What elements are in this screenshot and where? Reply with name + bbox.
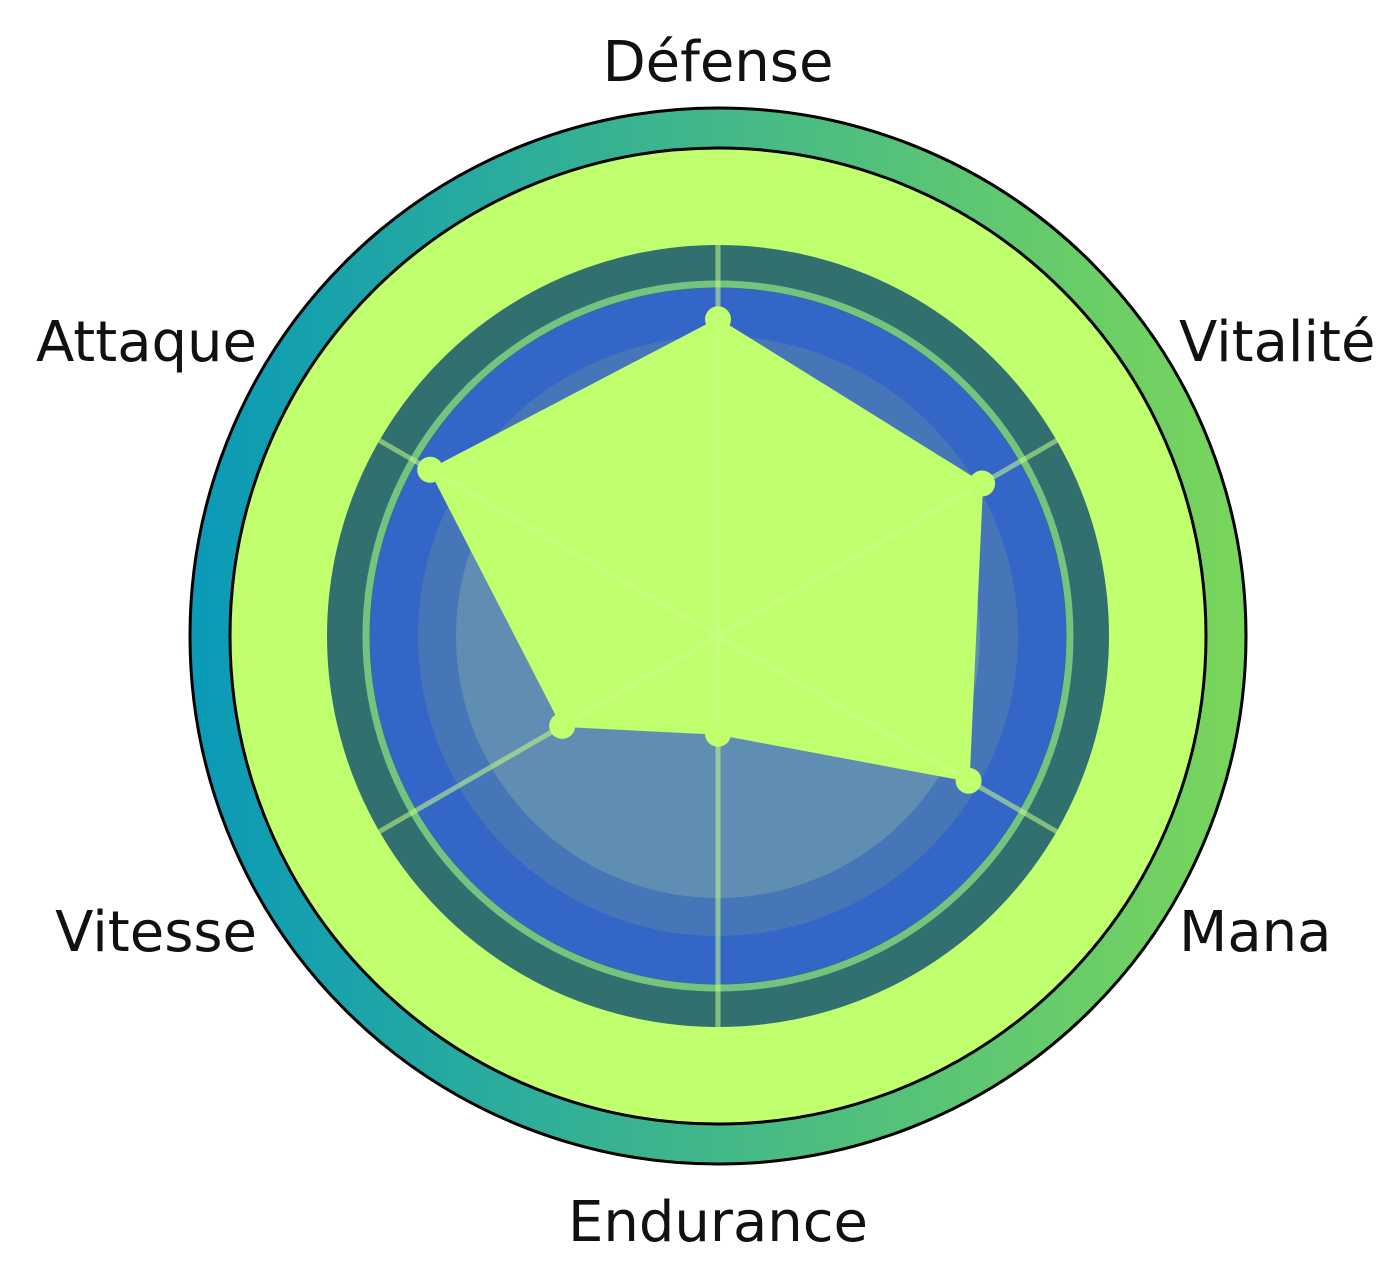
axis-label-3: Mana xyxy=(1179,900,1331,965)
axis-label-2: Vitalité xyxy=(1179,310,1375,375)
axis-spoke-2 xyxy=(716,438,1058,639)
axis-label-6: Attaque xyxy=(36,310,257,375)
data-point-2 xyxy=(969,470,996,497)
data-point-1 xyxy=(705,306,731,333)
axis-label-1: Défense xyxy=(603,30,834,95)
data-point-3 xyxy=(955,767,982,794)
axis-label-5: Vitesse xyxy=(55,900,257,965)
axis-spoke-3 xyxy=(716,633,1058,834)
axis-spoke-5 xyxy=(378,633,720,834)
data-point-6 xyxy=(417,456,444,483)
axis-label-4: Endurance xyxy=(568,1190,868,1255)
data-point-5 xyxy=(549,712,576,739)
data-point-4 xyxy=(705,720,731,747)
